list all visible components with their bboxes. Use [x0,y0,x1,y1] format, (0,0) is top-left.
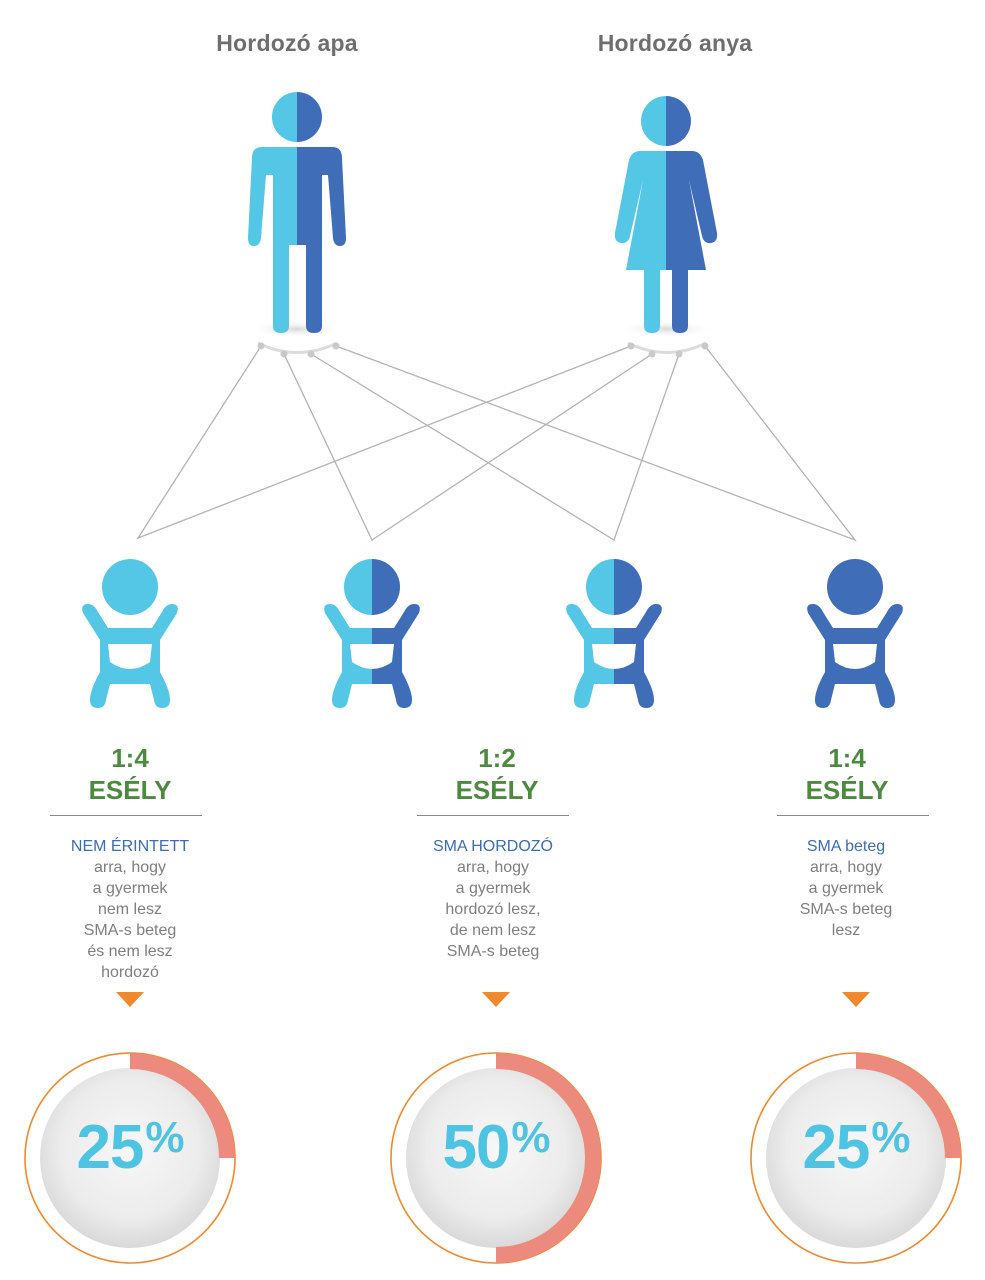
outcome-line: SMA-s beteg [446,943,540,960]
father-node [307,350,315,358]
ring-disc [766,1068,946,1248]
outcome-line: hordozó lesz, [445,901,541,918]
percent-sign: % [511,1113,550,1162]
outcome-description-1: NEM ÉRINTETT arra, hogy a gyermek nem le… [20,836,240,983]
diaper [108,644,152,669]
down-arrow-icon [842,992,870,1007]
mother-title: Hordozó anya [597,30,753,56]
ring-progress [855,1053,961,1159]
divider [417,815,569,816]
mother-node [701,342,709,350]
arrows [116,992,870,1007]
percent-value: 50 [442,1113,510,1182]
connector-line [136,345,632,540]
ring-progress [129,1053,235,1159]
outcome-heading: SMA beteg [806,838,886,855]
children-figures [82,559,903,708]
outcome-heading: SMA HORDOZÓ [432,838,553,855]
mother-node [675,350,683,358]
mother-node [648,350,656,358]
mother-node [627,342,635,350]
ring-progress [495,1053,601,1263]
outcome-line: de nem lesz [449,922,537,939]
outcome-line: a gyermek [808,880,884,897]
ring-disc [40,1068,220,1248]
percent-value: 25 [76,1113,144,1182]
outcome-line: SMA-s beteg [799,901,893,918]
outcome-line: lesz [831,922,861,939]
outcome-line: nem lesz [97,901,163,918]
percentage-rings [24,1052,962,1264]
outcome-odds-3: 1:4 ESÉLY [737,742,957,806]
diaper [592,644,636,669]
odds-ratio: 1:4 [828,743,866,773]
percent-ring [390,1052,602,1264]
outcome-line: a gyermek [455,880,531,897]
outcome-line: és nem lesz [87,943,173,960]
baby-figure [82,559,178,708]
divider [50,815,202,816]
connector-line [335,345,857,542]
outcome-odds-1: 1:4 ESÉLY [20,742,240,806]
outcome-line: arra, hogy [93,859,167,876]
percent-ring [750,1052,962,1264]
diaper [350,644,394,669]
percent-sign: % [145,1113,184,1162]
baby-figure [324,559,420,708]
outcome-odds-2: 1:2 ESÉLY [387,742,607,806]
odds-word: ESÉLY [455,775,539,805]
father-figure [248,92,346,358]
father-platform-arc [257,341,338,354]
percent-ring [24,1052,236,1264]
outcome-line: hordozó [101,964,159,981]
percent-label-3: 25% [746,1112,966,1183]
father-title: Hordozó apa [216,30,358,56]
outcome-heading: NEM ÉRINTETT [70,838,190,855]
divider [777,815,929,816]
odds-word: ESÉLY [88,775,172,805]
mother-shadow [618,320,714,338]
percent-value: 25 [802,1113,870,1182]
percent-label-1: 25% [20,1112,240,1183]
connector-lines [136,345,857,542]
mother-platform-arc [627,341,707,354]
father-node [280,350,288,358]
odds-word: ESÉLY [805,775,889,805]
down-arrow-icon [116,992,144,1007]
mother-figure [614,96,718,358]
outcome-line: arra, hogy [809,859,883,876]
outcome-line: a gyermek [92,880,168,897]
percent-sign: % [871,1113,910,1162]
connector-line [283,353,653,541]
connector-line [310,353,680,541]
percent-label-2: 50% [386,1112,606,1183]
diaper [833,644,877,669]
baby-figure [807,559,903,708]
outcome-line: SMA-s beteg [83,922,177,939]
father-node [332,342,340,350]
baby-figure [566,559,662,708]
outcome-description-2: SMA HORDOZÓ arra, hogy a gyermek hordozó… [383,836,603,962]
outcome-line: arra, hogy [456,859,530,876]
father-shadow [248,320,344,338]
odds-ratio: 1:2 [478,743,516,773]
odds-ratio: 1:4 [111,743,149,773]
outcome-description-3: SMA beteg arra, hogy a gyermek SMA-s bet… [736,836,956,941]
father-node [257,342,265,350]
ring-disc [406,1068,586,1248]
down-arrow-icon [482,992,510,1007]
